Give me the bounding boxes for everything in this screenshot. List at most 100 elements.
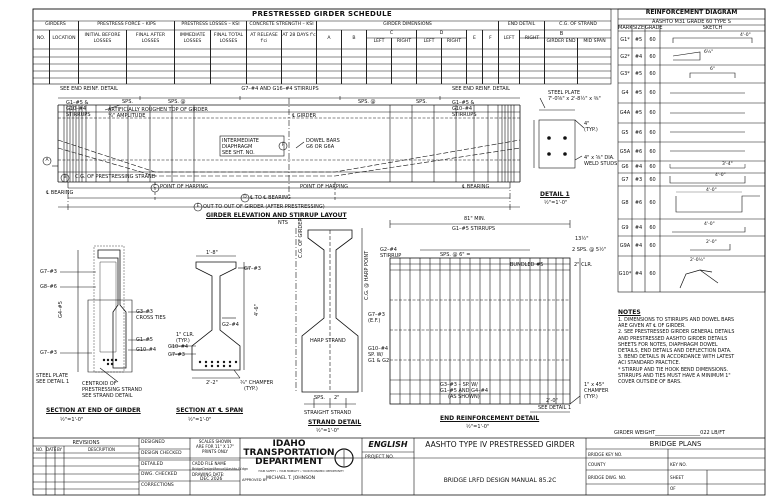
col-mid-span: MID SPAN — [583, 39, 606, 44]
tb-design-checked: DESIGN CHECKED — [141, 451, 182, 456]
circle-f: F — [281, 143, 285, 148]
circle-b: B — [63, 175, 67, 180]
er-stirrup: STIRRUP — [380, 253, 402, 259]
col-c: C — [367, 30, 417, 38]
d1-title: DETAIL 1 — [540, 191, 570, 198]
elev-sps-1: SPS. — [122, 99, 133, 105]
elev-dowel-2: G6 OR G6A — [306, 144, 335, 150]
tb-drawing-title: AASHTO TYPE IV PRESTRESSED GIRDER — [425, 440, 575, 449]
d1-scale: ½"=1'-0" — [544, 200, 568, 206]
note-line: AND PRESTRESSED AASHTO GIRDER DETAILS — [618, 336, 728, 342]
circle-a: A — [45, 158, 49, 163]
d1-plate-dim: 7'-0⅝" x 2'-8½" x ⅜" — [548, 96, 601, 102]
tb-rev-date: DATE — [46, 447, 57, 452]
schedule-title: PRESTRESSED GIRDER SCHEDULE — [252, 10, 392, 18]
se-centroid-2: PRESTRESSING STRAND — [82, 387, 143, 393]
reinf-grade: 60 — [649, 36, 656, 43]
section-end-lines — [60, 245, 150, 383]
note-line: 2. SEE PRESTRESSED GIRDER GENERAL DETAIL… — [618, 330, 735, 336]
reinf-mark: G6 — [621, 164, 629, 170]
tb-designed: DESIGNED — [141, 440, 165, 445]
sd-title: STRAND DETAIL — [308, 419, 362, 426]
sd-d2: 2" — [334, 395, 340, 401]
elev-out-to-out: OUT TO OUT OF GIRDER (AFTER PRESTRESSING… — [203, 204, 325, 210]
ss-d2: 2'-2" — [206, 380, 218, 386]
elev-see-end-left: SEE END REINF. DETAIL — [60, 86, 118, 92]
reinf-mark: G9 — [621, 224, 629, 231]
se-centroid: CENTROID OF — [82, 381, 117, 387]
col-no: NO. — [33, 30, 50, 84]
elev-see-end-right: SEE END REINF. DETAIL — [452, 86, 510, 92]
tb-rev-no: NO. — [35, 447, 44, 452]
reinf-size: #3 — [634, 176, 643, 183]
col-d-right: RIGHT — [442, 38, 467, 84]
elev-sps-2: SPS. @ — [168, 99, 186, 105]
tb-approved-name: MICHAEL T. JOHNSON — [266, 476, 316, 481]
d1-steel-plate: STEEL PLATE — [548, 90, 581, 96]
elev-see-sht: SEE SHT. NO. — [222, 150, 255, 156]
reinf-grade: 60 — [649, 71, 656, 77]
elev-g10-left: G10–#4 — [66, 106, 87, 112]
girder-elevation-lines — [42, 96, 521, 212]
er-shown: (AS SHOWN) — [448, 394, 480, 400]
ss-scale: ½"=1'-0" — [188, 417, 212, 423]
er-g12: G1 & G2 — [368, 358, 390, 364]
detail1-lines — [533, 97, 585, 169]
col-d: D — [417, 30, 467, 38]
elev-g10-right: G10–#4 — [452, 106, 473, 112]
reinf-grade: 60 — [649, 110, 656, 116]
notes-title: NOTES — [618, 309, 641, 316]
elev-cl-bearing-left: ℄ BEARING — [46, 190, 74, 196]
note-line: DETAILS, END DETAILS AND DEFLECTION DATA… — [618, 349, 732, 355]
reinf-mark: G8 — [621, 199, 629, 206]
tb-scales-2: ARE FOR 11" X 17" — [196, 444, 234, 449]
col-final: FINAL AFTER LOSSES — [127, 30, 175, 84]
ss-g7b: G7–#3 — [168, 352, 185, 358]
circle-e: E — [196, 204, 200, 209]
er-clr: 2" CLR. — [574, 262, 593, 268]
col-f: F — [483, 30, 499, 84]
reinf-grade: 60 — [649, 176, 656, 183]
elev-cg-strand: C.G. OF PRESTRESSING STRAND — [75, 174, 156, 180]
elev-g1-g5-right: G1–#5 & — [452, 100, 475, 106]
elev-cl-bearing-right: ℄ BEARING — [462, 184, 490, 190]
se-g1: G1–#5 — [136, 337, 153, 343]
se-g7b: G7–#3 — [40, 350, 57, 356]
reinf-grade: 60 — [649, 224, 656, 231]
er-chamfer-3: (TYP.) — [584, 394, 598, 400]
er-g10: G10–#4 — [368, 346, 389, 352]
col-final-total: FINAL TOTAL LOSSES — [211, 30, 247, 84]
reinf-size: #4 — [634, 164, 643, 170]
er-chamfer-2: CHAMFER — [584, 388, 609, 394]
d1-studs: 4" x ⅝" DIA. — [584, 155, 615, 161]
reinf-grade: 60 — [649, 199, 656, 206]
reinf-mark: G4A — [619, 110, 631, 116]
reinf-size: #5 — [634, 90, 643, 96]
sd-cg-harp: C.G. @ HARP POINT — [364, 250, 370, 300]
col-e: E — [467, 30, 483, 84]
elev-cl-girder: ℄ GIRDER — [292, 113, 317, 119]
ss-height: 4'-6" — [254, 304, 260, 316]
er-each: (E.F.) — [368, 318, 381, 324]
notes-list: 1. DIMENSIONS TO STIRRUPS AND DOWEL BARS… — [618, 318, 734, 386]
reinf-subtitle: AASHTO M31 GRADE 60 TYPE S — [652, 19, 731, 25]
elev-stirrups-right: STIRRUPS — [452, 112, 477, 118]
elev-top-stirrups: G7–#4 AND G16–#4 STIRRUPS — [241, 86, 319, 92]
reinf-col-grade: GRADE — [645, 25, 663, 31]
elev-roughen: ARTIFICIALLY ROUGHEN TOP OF GIRDER — [108, 107, 208, 113]
girder-weight: GIRDER WEIGHT__________________022 LB/FT — [614, 430, 726, 436]
group-concrete-strength: CONCRETE STRENGTH – KSI — [247, 21, 317, 30]
elev-caption: GIRDER ELEVATION AND STIRRUP LAYOUT — [206, 212, 347, 219]
d1-studs-2: WELD STUDS — [584, 161, 618, 167]
tb-dept-3: DEPARTMENT — [255, 457, 323, 467]
col-c-left: LEFT — [367, 38, 392, 84]
se-centroid-3: SEE STRAND DETAIL — [82, 393, 133, 399]
reinf-sketch-dim: 2'-0½" — [690, 258, 706, 263]
col-end-right: RIGHT — [520, 30, 545, 84]
group-girder-dimensions: GIRDER DIMENSIONS — [317, 21, 499, 30]
elev-diaphragm: DIAPHRAGM — [222, 144, 253, 150]
note-line: ARE GIVEN AT ℄ OF GIRDER. — [618, 324, 686, 330]
se-g8: G8–#6 — [40, 284, 57, 290]
reinf-mark: G4 — [621, 90, 629, 96]
